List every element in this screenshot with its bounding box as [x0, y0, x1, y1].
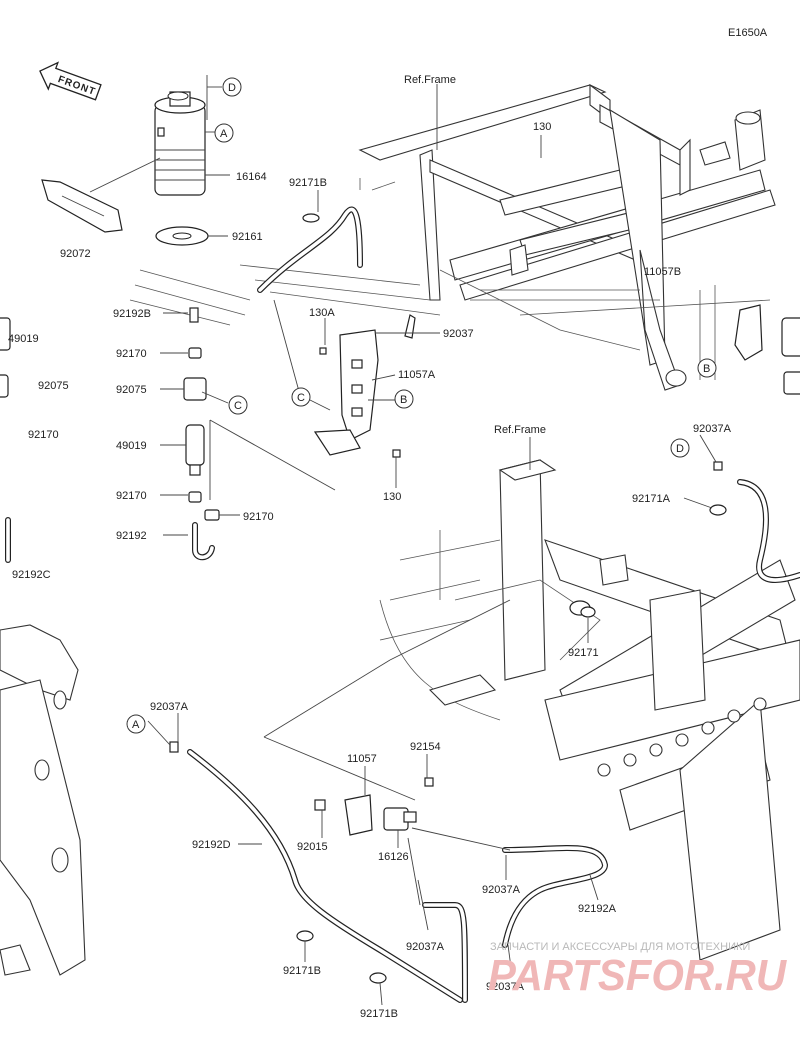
ref-frame-label-bottom: Ref.Frame [494, 424, 546, 436]
svg-text:A: A [132, 719, 140, 731]
part-92171: 92171 [568, 647, 599, 659]
mount-hatch [129, 264, 441, 326]
part-labels: 16164 92171B 92161 92072 130 11057B 9219… [8, 121, 732, 1020]
part-92170-b: 92170 [116, 490, 147, 502]
ref-circle-A-bottom: A [126, 714, 146, 734]
svg-text:C: C [234, 400, 242, 412]
part-92075-left: 92075 [38, 380, 69, 392]
hose-92192D [187, 749, 463, 1003]
part-92170-c: 92170 [243, 511, 274, 523]
part-92154: 92154 [410, 741, 441, 753]
part-92015: 92015 [297, 841, 328, 853]
part-130A: 130A [309, 307, 335, 319]
part-130-mid: 130 [383, 491, 401, 503]
svg-text:D: D [676, 443, 684, 455]
svg-text:B: B [703, 363, 710, 375]
watermark-text: ЗАПЧАСТИ И АКСЕССУАРЫ ДЛЯ МОТОТЕХНИКИ [490, 941, 750, 953]
bracket-11057A [313, 314, 416, 458]
part-11057: 11057 [347, 753, 377, 765]
part-92192A: 92192A [578, 903, 617, 915]
lower-frame [379, 459, 800, 961]
diagram-code: E1650A [728, 27, 768, 39]
part-92037A-d: 92037A [486, 981, 525, 993]
part-92171B-c: 92171B [360, 1008, 398, 1020]
part-11057B: 11057B [644, 266, 681, 278]
leader-lines [89, 75, 717, 1006]
svg-text:B: B [400, 394, 407, 406]
clip-92171B-top [302, 213, 320, 223]
ref-circle-C-left: C [228, 395, 248, 415]
ref-circle-B-mid: B [394, 389, 414, 409]
part-49019-left: 49019 [8, 333, 39, 345]
part-92170-left: 92170 [28, 429, 59, 441]
watermark-logo: PARTSFOR.RU [488, 951, 787, 1000]
ref-circle-D-right: D [670, 438, 690, 458]
part-92037A-c: 92037A [406, 941, 445, 953]
upper-frame [358, 83, 776, 391]
part-92192B: 92192B [113, 308, 151, 320]
ref-circle-A-top: A [214, 123, 234, 143]
part-92192: 92192 [116, 530, 147, 542]
valve-16126 [314, 777, 434, 836]
ref-frame-label-top: Ref.Frame [404, 74, 456, 86]
svg-text:D: D [228, 82, 236, 94]
part-16126: 16126 [378, 851, 409, 863]
grommet-92171 [569, 600, 596, 618]
ref-circle-B-right: B [697, 358, 717, 378]
lower-left-frame [0, 624, 86, 976]
part-16164: 16164 [236, 171, 267, 183]
part-92171B-b: 92171B [283, 965, 321, 977]
part-130-top: 130 [533, 121, 551, 133]
clip-92171B-b [296, 930, 314, 942]
front-arrow-icon: FRONT [39, 61, 102, 101]
part-92171B-top: 92171B [289, 177, 327, 189]
svg-text:A: A [220, 128, 228, 140]
left-edge-parts [0, 317, 11, 563]
part-92161: 92161 [232, 231, 263, 243]
left-chain [183, 307, 220, 561]
part-92037: 92037 [443, 328, 474, 340]
part-92037A-right: 92037A [693, 423, 732, 435]
part-92171A: 92171A [632, 493, 671, 505]
clip-92171B-c [369, 972, 387, 984]
clip-92171A [709, 504, 727, 516]
ref-circle-C-mid: C [291, 387, 311, 407]
hose-92192A [502, 845, 609, 948]
part-92037A-b: 92037A [482, 884, 521, 896]
svg-text:C: C [297, 392, 305, 404]
part-92192C: 92192C [12, 569, 51, 581]
part-92170-a: 92170 [116, 348, 147, 360]
canister-16164 [154, 91, 206, 196]
part-11057A: 11057A [398, 369, 436, 381]
ref-circle-D-top: D [222, 77, 242, 97]
right-filter-assembly [734, 304, 800, 395]
clamp-92037A-left [169, 741, 179, 753]
part-92072: 92072 [60, 248, 91, 260]
band-92072 [41, 179, 123, 233]
part-92037A-left: 92037A [150, 701, 189, 713]
part-49019: 49019 [116, 440, 147, 452]
part-92192D: 92192D [192, 839, 231, 851]
part-92075: 92075 [116, 384, 147, 396]
clamp-92037A-right [713, 461, 723, 471]
